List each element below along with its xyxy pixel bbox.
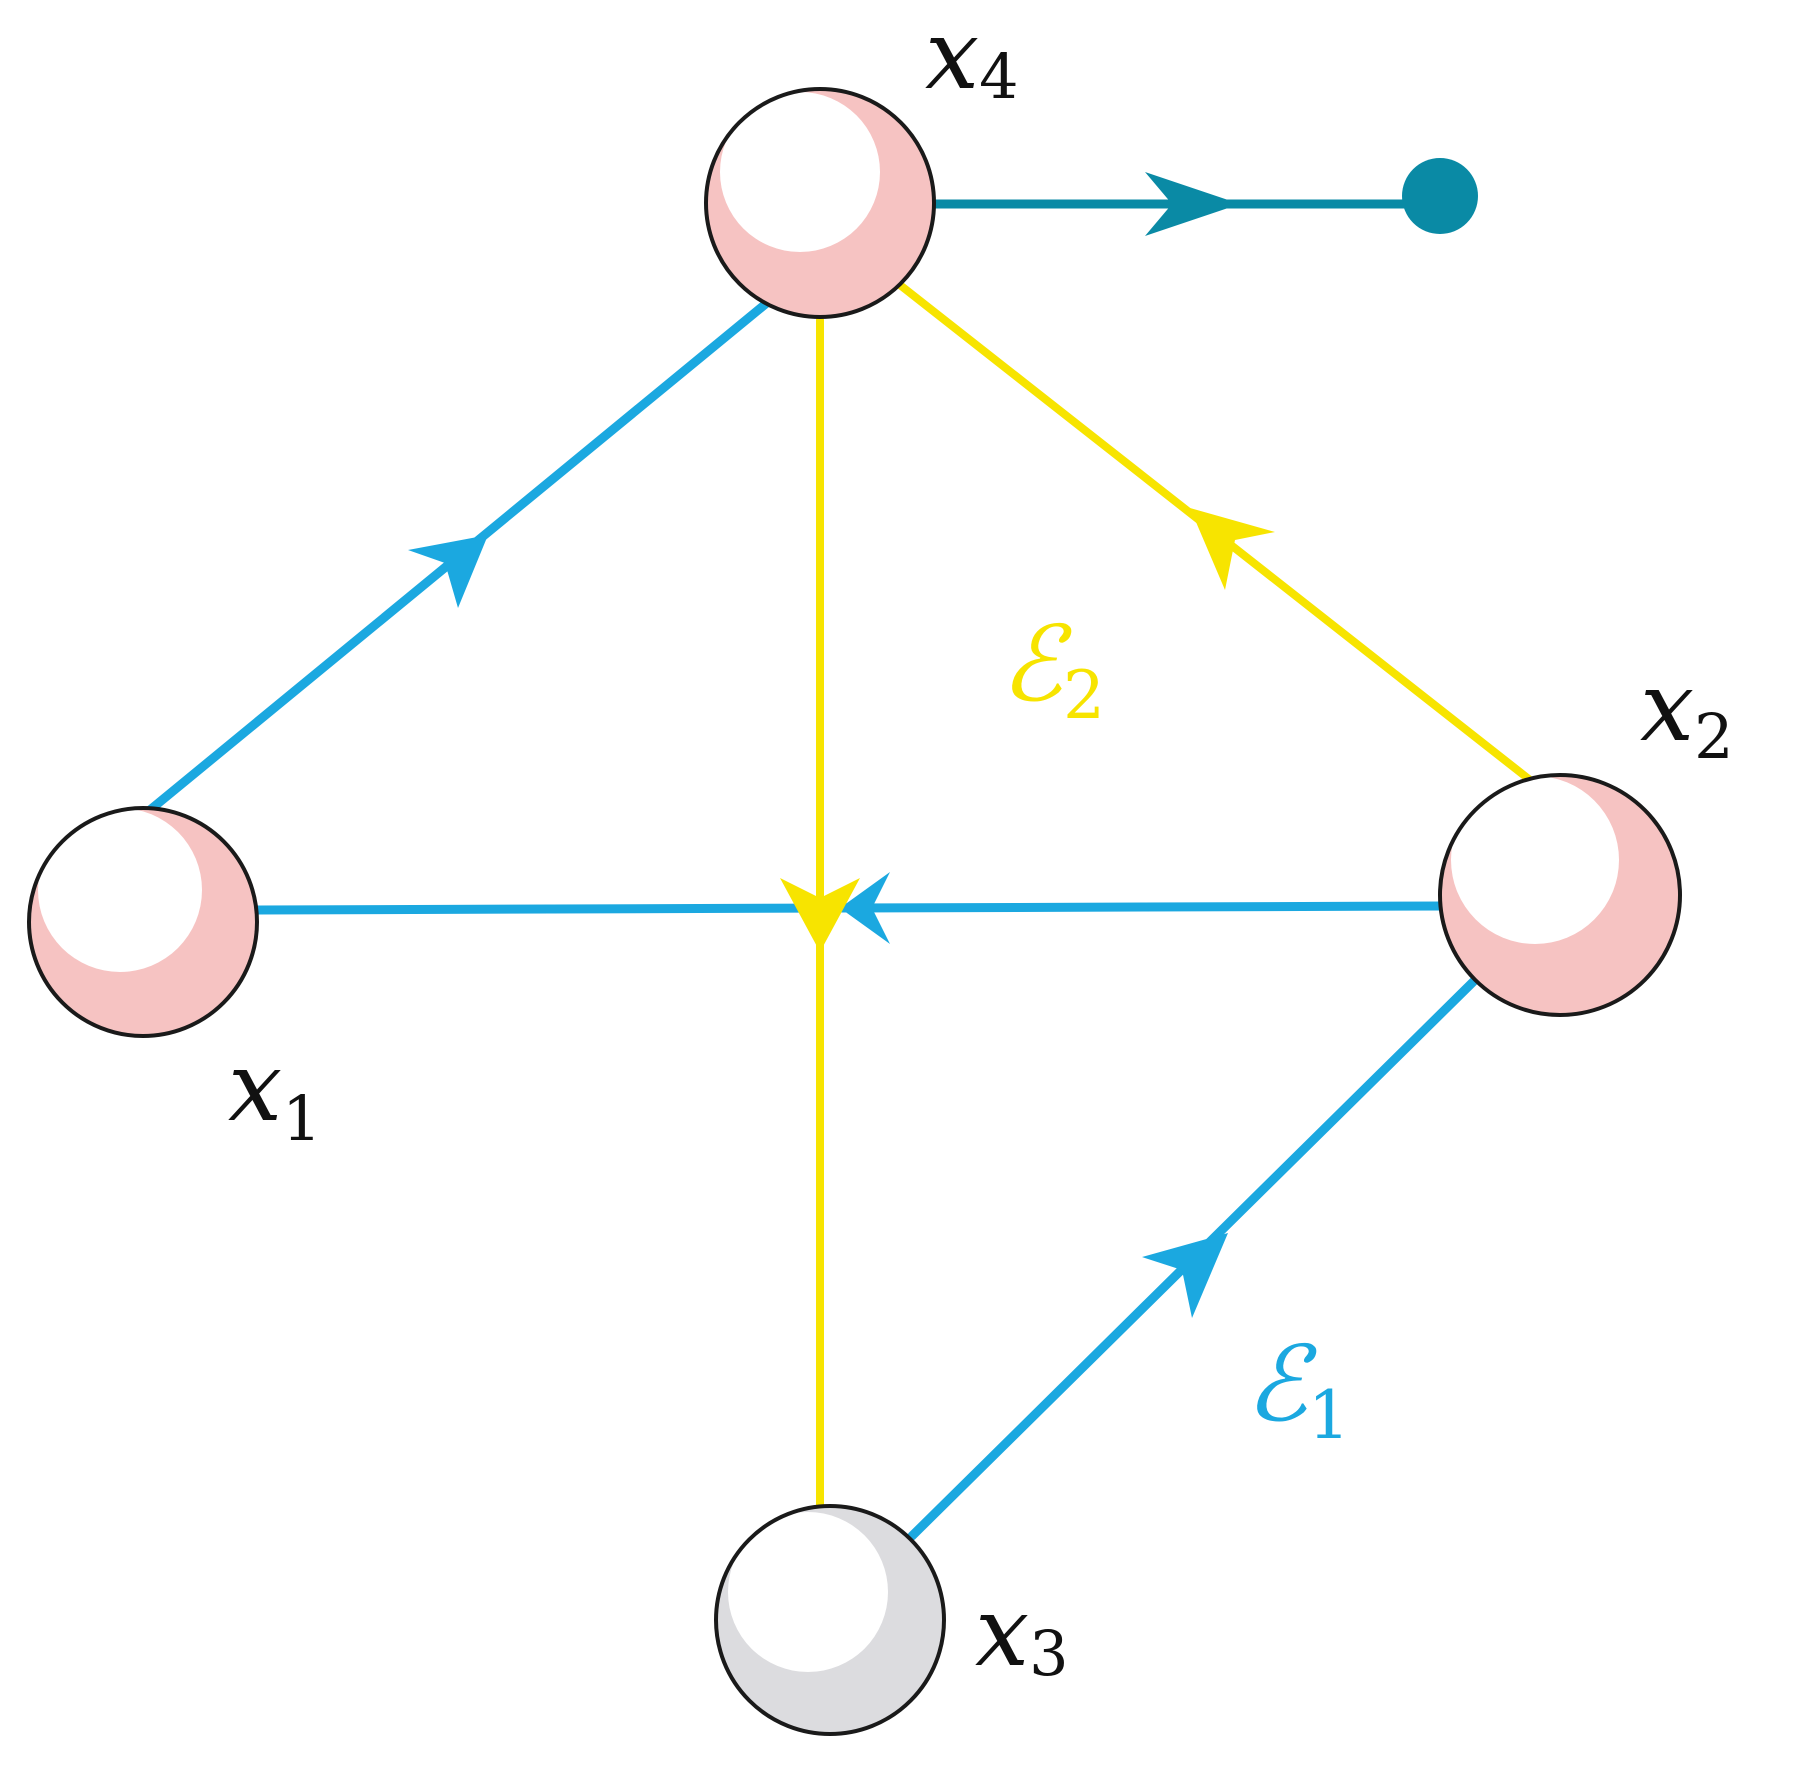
label-x4: x4 <box>925 0 1019 113</box>
label-x1-main: x <box>228 1031 282 1143</box>
label-x1: x1 <box>228 1031 322 1155</box>
label-x3: x3 <box>975 1576 1069 1690</box>
label-x3-main: x <box>975 1576 1029 1688</box>
label-x3-sub: 3 <box>1029 1617 1068 1690</box>
node-x3[interactable] <box>714 1504 946 1736</box>
label-x2-main: x <box>1640 651 1694 763</box>
label-x2-sub: 2 <box>1694 700 1733 773</box>
terminal-dot <box>1402 158 1478 234</box>
label-e1-sub: 1 <box>1308 1377 1350 1454</box>
label-x2: x2 <box>1640 651 1734 773</box>
edges-layer <box>145 199 1534 1541</box>
label-x4-sub: 4 <box>979 40 1018 113</box>
label-e2: ℰ2 <box>1000 603 1105 734</box>
label-e2-sub: 2 <box>1063 657 1105 734</box>
arrowhead-x3-x2 <box>1142 1233 1228 1318</box>
node-x4[interactable] <box>704 87 936 319</box>
arrowhead-x1-x4 <box>408 535 488 608</box>
arrowhead-x2-x1 <box>840 872 890 944</box>
arrowheads-layer <box>408 172 1275 1318</box>
label-e2-main: ℰ <box>1000 603 1072 725</box>
arrowhead-x4-x3 <box>780 878 860 952</box>
label-e1: ℰ1 <box>1245 1323 1350 1454</box>
label-x4-main: x <box>925 0 979 111</box>
node-x2[interactable] <box>1438 773 1682 1017</box>
arrowhead-x2-x4 <box>1190 508 1275 590</box>
node-x1[interactable] <box>27 806 259 1038</box>
arrowhead-x4-terminal <box>1145 172 1240 236</box>
label-e1-main: ℰ <box>1245 1323 1317 1445</box>
label-x1-sub: 1 <box>282 1082 321 1155</box>
